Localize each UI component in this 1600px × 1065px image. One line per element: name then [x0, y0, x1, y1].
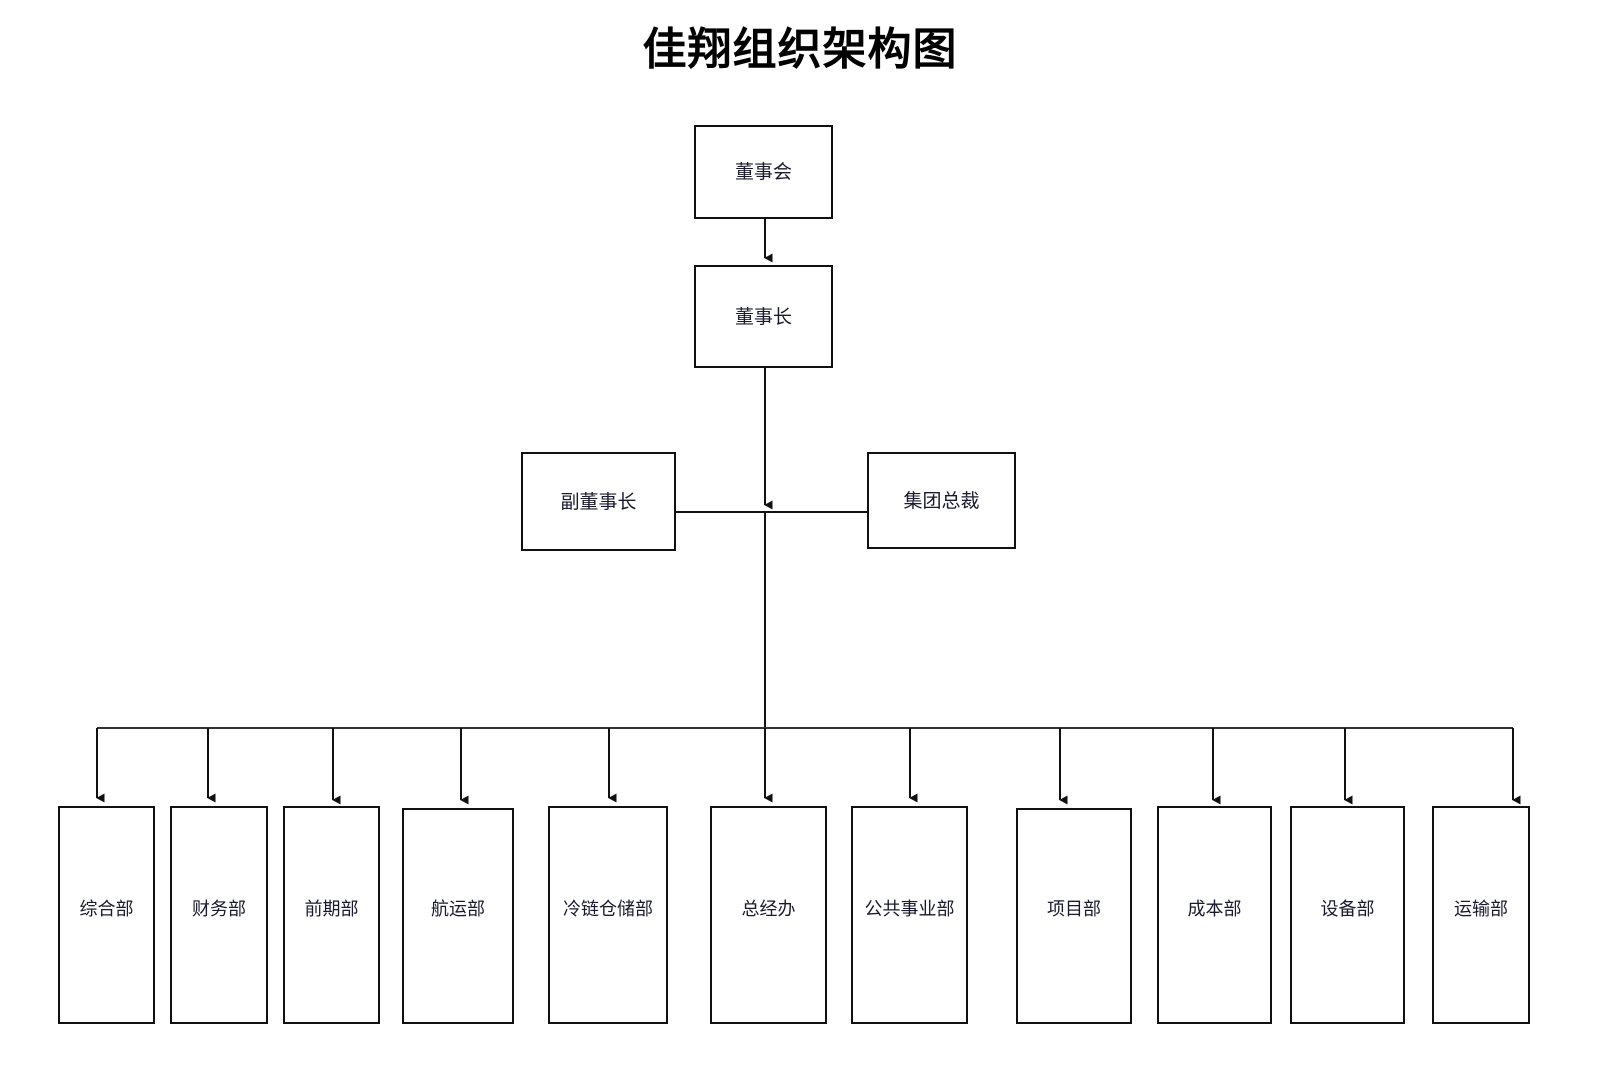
node-vice-chairman-label: 副董事长 [560, 490, 637, 513]
dept-label-chengben: 成本部 [1187, 899, 1242, 920]
dept-label-zongjing: 总经办 [741, 899, 796, 920]
node-board-label: 董事会 [734, 161, 792, 183]
dept-box-zonghe[interactable]: 综合部 [58, 806, 155, 1024]
dept-box-lenglian[interactable]: 冷链仓储部 [548, 806, 668, 1024]
node-vice-chairman[interactable]: 副董事长 [521, 452, 676, 551]
dept-box-shebei[interactable]: 设备部 [1290, 806, 1405, 1024]
dept-label-shebei: 设备部 [1320, 899, 1375, 920]
dept-label-yunshu: 运输部 [1454, 899, 1508, 920]
node-chairman[interactable]: 董事长 [694, 265, 833, 368]
dept-box-yunshu[interactable]: 运输部 [1432, 806, 1530, 1024]
dept-label-hangyun: 航运部 [431, 899, 485, 920]
dept-box-chengben[interactable]: 成本部 [1157, 806, 1272, 1024]
dept-box-caiwu[interactable]: 财务部 [170, 806, 268, 1024]
node-chairman-label: 董事长 [734, 305, 792, 328]
dept-label-caiwu: 财务部 [192, 899, 246, 920]
dept-label-gonggong: 公共事业部 [864, 899, 955, 920]
dept-label-xiangmu: 项目部 [1047, 899, 1101, 920]
dept-label-qianqi: 前期部 [304, 899, 359, 920]
bus-drop-lines [96, 728, 1521, 805]
dept-label-lenglian: 冷链仓储部 [563, 899, 653, 920]
dept-box-qianqi[interactable]: 前期部 [283, 806, 380, 1024]
node-group-president-label: 集团总裁 [903, 489, 980, 512]
node-group-president[interactable]: 集团总裁 [867, 452, 1016, 549]
dept-box-hangyun[interactable]: 航运部 [402, 808, 514, 1024]
dept-box-xiangmu[interactable]: 项目部 [1016, 808, 1132, 1024]
node-board[interactable]: 董事会 [694, 125, 833, 219]
dept-box-gonggong[interactable]: 公共事业部 [851, 806, 968, 1024]
dept-box-zongjing[interactable]: 总经办 [710, 806, 827, 1024]
page-title: 佳翔组织架构图 [642, 24, 958, 75]
dept-label-zonghe: 综合部 [79, 899, 134, 920]
